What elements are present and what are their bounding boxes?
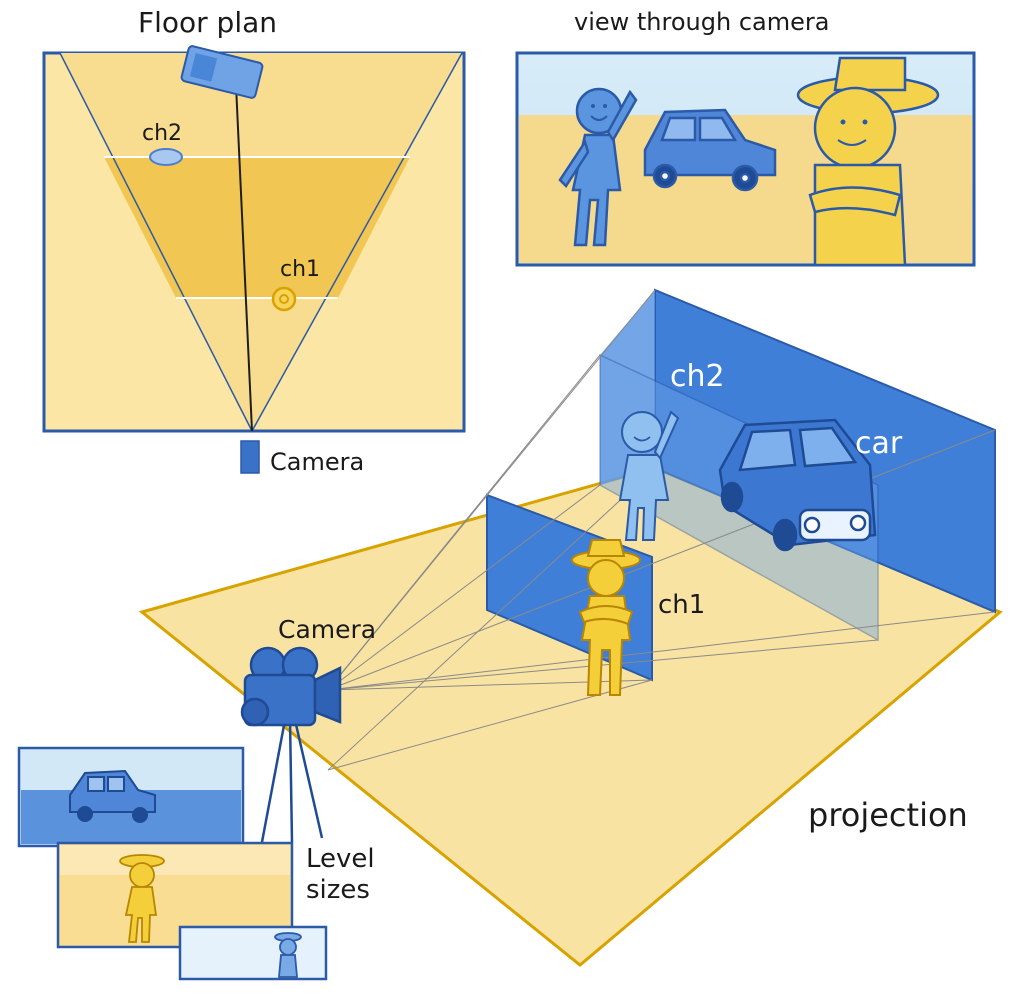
yellow-hat-character-icon — [796, 56, 940, 267]
floor-ch1-label: ch1 — [280, 257, 320, 282]
projection-caption: projection — [808, 796, 968, 834]
projection-panel: ch2 car ch1 Camera projection — [138, 288, 1003, 967]
level-blue-character-icon — [274, 932, 302, 978]
blue-character-icon — [558, 87, 638, 247]
proj-camera-label: Camera — [278, 615, 376, 644]
floor-camera-label: Camera — [270, 448, 364, 476]
proj-ch2-label: ch2 — [670, 359, 725, 394]
proj-yellow-character-icon — [571, 539, 641, 696]
floor-ch2-label: ch2 — [142, 121, 182, 146]
camera-axis-line — [235, 84, 253, 432]
level-car-icon — [69, 769, 156, 823]
ch2-marker-icon — [149, 148, 183, 166]
car-icon — [643, 108, 777, 192]
floor-plan-panel: Floor plan ch2 ch1 Camera — [42, 6, 466, 476]
proj-car-icon — [718, 418, 877, 552]
proj-blue-character-icon — [618, 410, 680, 541]
camera-view-title: view through camera — [574, 8, 829, 36]
camera-view-panel: view through camera — [515, 8, 976, 267]
movie-camera-icon — [240, 646, 342, 843]
level-sizes-label-line2: sizes — [306, 875, 370, 905]
floor-camera-icon — [240, 440, 260, 474]
ch1-marker-icon — [271, 286, 297, 312]
level-yellow-character-icon — [119, 854, 165, 943]
depth-band — [104, 157, 410, 298]
level-card-ch2 — [178, 925, 328, 981]
floor-plan-title: Floor plan — [138, 6, 277, 39]
ground-plane — [138, 466, 1003, 967]
proj-car-label: car — [855, 426, 903, 461]
car-topview-icon — [180, 45, 264, 99]
level-sizes-label-line1: Level — [306, 844, 375, 874]
proj-ch1-label: ch1 — [658, 590, 705, 620]
level-sizes-panel: Level sizes — [17, 746, 375, 981]
